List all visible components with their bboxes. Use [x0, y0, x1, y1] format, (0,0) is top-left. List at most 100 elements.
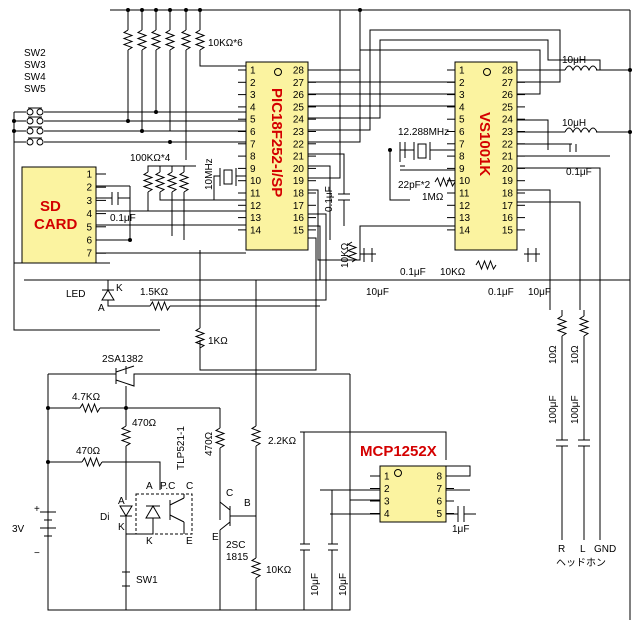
headphone-label: ヘッドホン [556, 557, 606, 569]
switch1-label: SW1 [136, 575, 158, 586]
vs-pin-21: 21 [502, 152, 514, 163]
hp-coupling-cap-label-1: 100μF [548, 395, 559, 424]
pulldown-1k-label: 1KΩ [208, 336, 228, 347]
pic-pin-17: 17 [293, 201, 305, 212]
sd-pin-1: 1 [86, 170, 92, 181]
pic-pin-25: 25 [293, 102, 305, 113]
vs-pin-10: 10 [459, 176, 471, 187]
led-label: LED [66, 289, 85, 300]
hp-left-label: L [580, 544, 586, 555]
sw-label-3: SW3 [24, 60, 46, 71]
vs-pin-15: 15 [502, 225, 514, 236]
led-resistor-label: 1.5KΩ [140, 287, 169, 298]
vs-crystal: 12.288MHz 22pF*2 1MΩ [388, 127, 456, 203]
inductor1-label: 10μH [562, 55, 586, 66]
vs-pin-8: 8 [459, 152, 465, 163]
pic-pin-23: 23 [293, 127, 305, 138]
mcp-flying-cap-label: 1μF [452, 524, 469, 535]
vs-reset-resistor-label: 10KΩ [340, 242, 351, 268]
headphone-output: 10Ω 10Ω 100μF 100μF R L GND ヘッドホン [548, 200, 616, 569]
sd-pin-4: 4 [86, 209, 92, 220]
diode-anode-label: A [118, 496, 125, 507]
vs-pin-23: 23 [502, 127, 514, 138]
vs-right-wiring: 10μH 10μH 0.1μF [517, 55, 630, 310]
opto-cathode-label: K [146, 536, 153, 547]
sd-pullup-label: 100KΩ*4 [130, 153, 171, 164]
vs-pin-13: 13 [459, 213, 471, 224]
pic-pin-10: 10 [250, 176, 262, 187]
base-resistor-label: 4.7KΩ [72, 392, 101, 403]
pic-pin-11: 11 [250, 189, 261, 200]
pic-pin-15: 15 [293, 225, 305, 236]
pullup-resistor-label: 10KΩ*6 [208, 38, 243, 49]
vs-pin-6: 6 [459, 127, 465, 138]
sw-label-5: SW5 [24, 84, 46, 95]
pic-pin-28: 28 [293, 66, 305, 77]
npn-emitter-label: E [212, 532, 219, 543]
vs-decoupling-label-b: 0.1μF [488, 287, 514, 298]
pic-chip-name: PIC18F252-I/SP [268, 88, 285, 197]
pic-pin-8: 8 [250, 152, 256, 163]
vs-pin-17: 17 [502, 201, 514, 212]
pic-pin-16: 16 [293, 213, 305, 224]
pic-pin-21: 21 [293, 152, 305, 163]
vs-decoupling-label-a: 0.1μF [400, 267, 426, 278]
mcp-chip-name: MCP1252X [360, 443, 437, 460]
hp-series-r-label-1: 10Ω [548, 345, 559, 364]
hp-ground-label: GND [594, 544, 616, 555]
led-anode-label: A [98, 303, 105, 314]
pic-pin-5: 5 [250, 115, 256, 126]
battery-label: 3V [12, 524, 25, 535]
collector-resistor-label: 470Ω [204, 431, 215, 456]
vs-pin-3: 3 [459, 90, 465, 101]
pic-crystal-label: 10MHz [204, 158, 215, 190]
opto-input-resistor-label: 470Ω [76, 446, 101, 457]
sd-card-label-line1: SD [40, 198, 61, 215]
base-pulldown-label: 10KΩ [266, 565, 292, 576]
pic-pin-19: 19 [293, 176, 305, 187]
vs-pin-22: 22 [502, 139, 514, 150]
mcp-pin-2: 2 [384, 484, 390, 495]
pic-pin-20: 20 [293, 164, 305, 175]
vs-pin-1: 1 [459, 66, 465, 77]
vs-series-resistor-label: 10KΩ [440, 267, 466, 278]
npn-base-label: B [244, 498, 251, 509]
opto-pc-label: P.C [160, 481, 175, 492]
npn-collector-label: C [226, 488, 233, 499]
vs-load-cap-label: 22pF*2 [398, 180, 431, 191]
pic-pin-3: 3 [250, 90, 256, 101]
bias-resistor-label: 2.2KΩ [268, 436, 297, 447]
inductor2-label: 10μH [562, 118, 586, 129]
pnp-transistor-label: 2SA1382 [102, 354, 144, 365]
vs-pin-14: 14 [459, 225, 471, 236]
vs-pin-19: 19 [502, 176, 514, 187]
optocoupler-label: TLP521-1 [176, 426, 187, 470]
sd-cap-label: 0.1μF [110, 213, 136, 224]
led-circuit: LED K A 1.5KΩ [66, 280, 320, 314]
vs-pin-24: 24 [502, 115, 514, 126]
vs-chip-name: VS1001K [476, 112, 493, 176]
vs-bulk-cap-label-b: 10μF [528, 287, 551, 298]
vs-pin-20: 20 [502, 164, 514, 175]
vs-pin-5: 5 [459, 115, 465, 126]
switch-group: SW2 SW3 SW4 SW5 [12, 48, 246, 331]
mcp-pin-3: 3 [384, 497, 390, 508]
opto-collector-label: C [186, 481, 193, 492]
mcp-pin-6: 6 [436, 497, 442, 508]
mcp-pin-5: 5 [436, 509, 442, 520]
pic-pin-2: 2 [250, 78, 256, 89]
sd-card-label-line2: CARD [34, 216, 77, 233]
battery-plus: + [34, 504, 40, 515]
battery-minus: − [34, 548, 40, 559]
npn-transistor-label: 2SC [226, 540, 245, 551]
diode-label: Di [100, 512, 109, 523]
vs-pin-27: 27 [502, 78, 514, 89]
